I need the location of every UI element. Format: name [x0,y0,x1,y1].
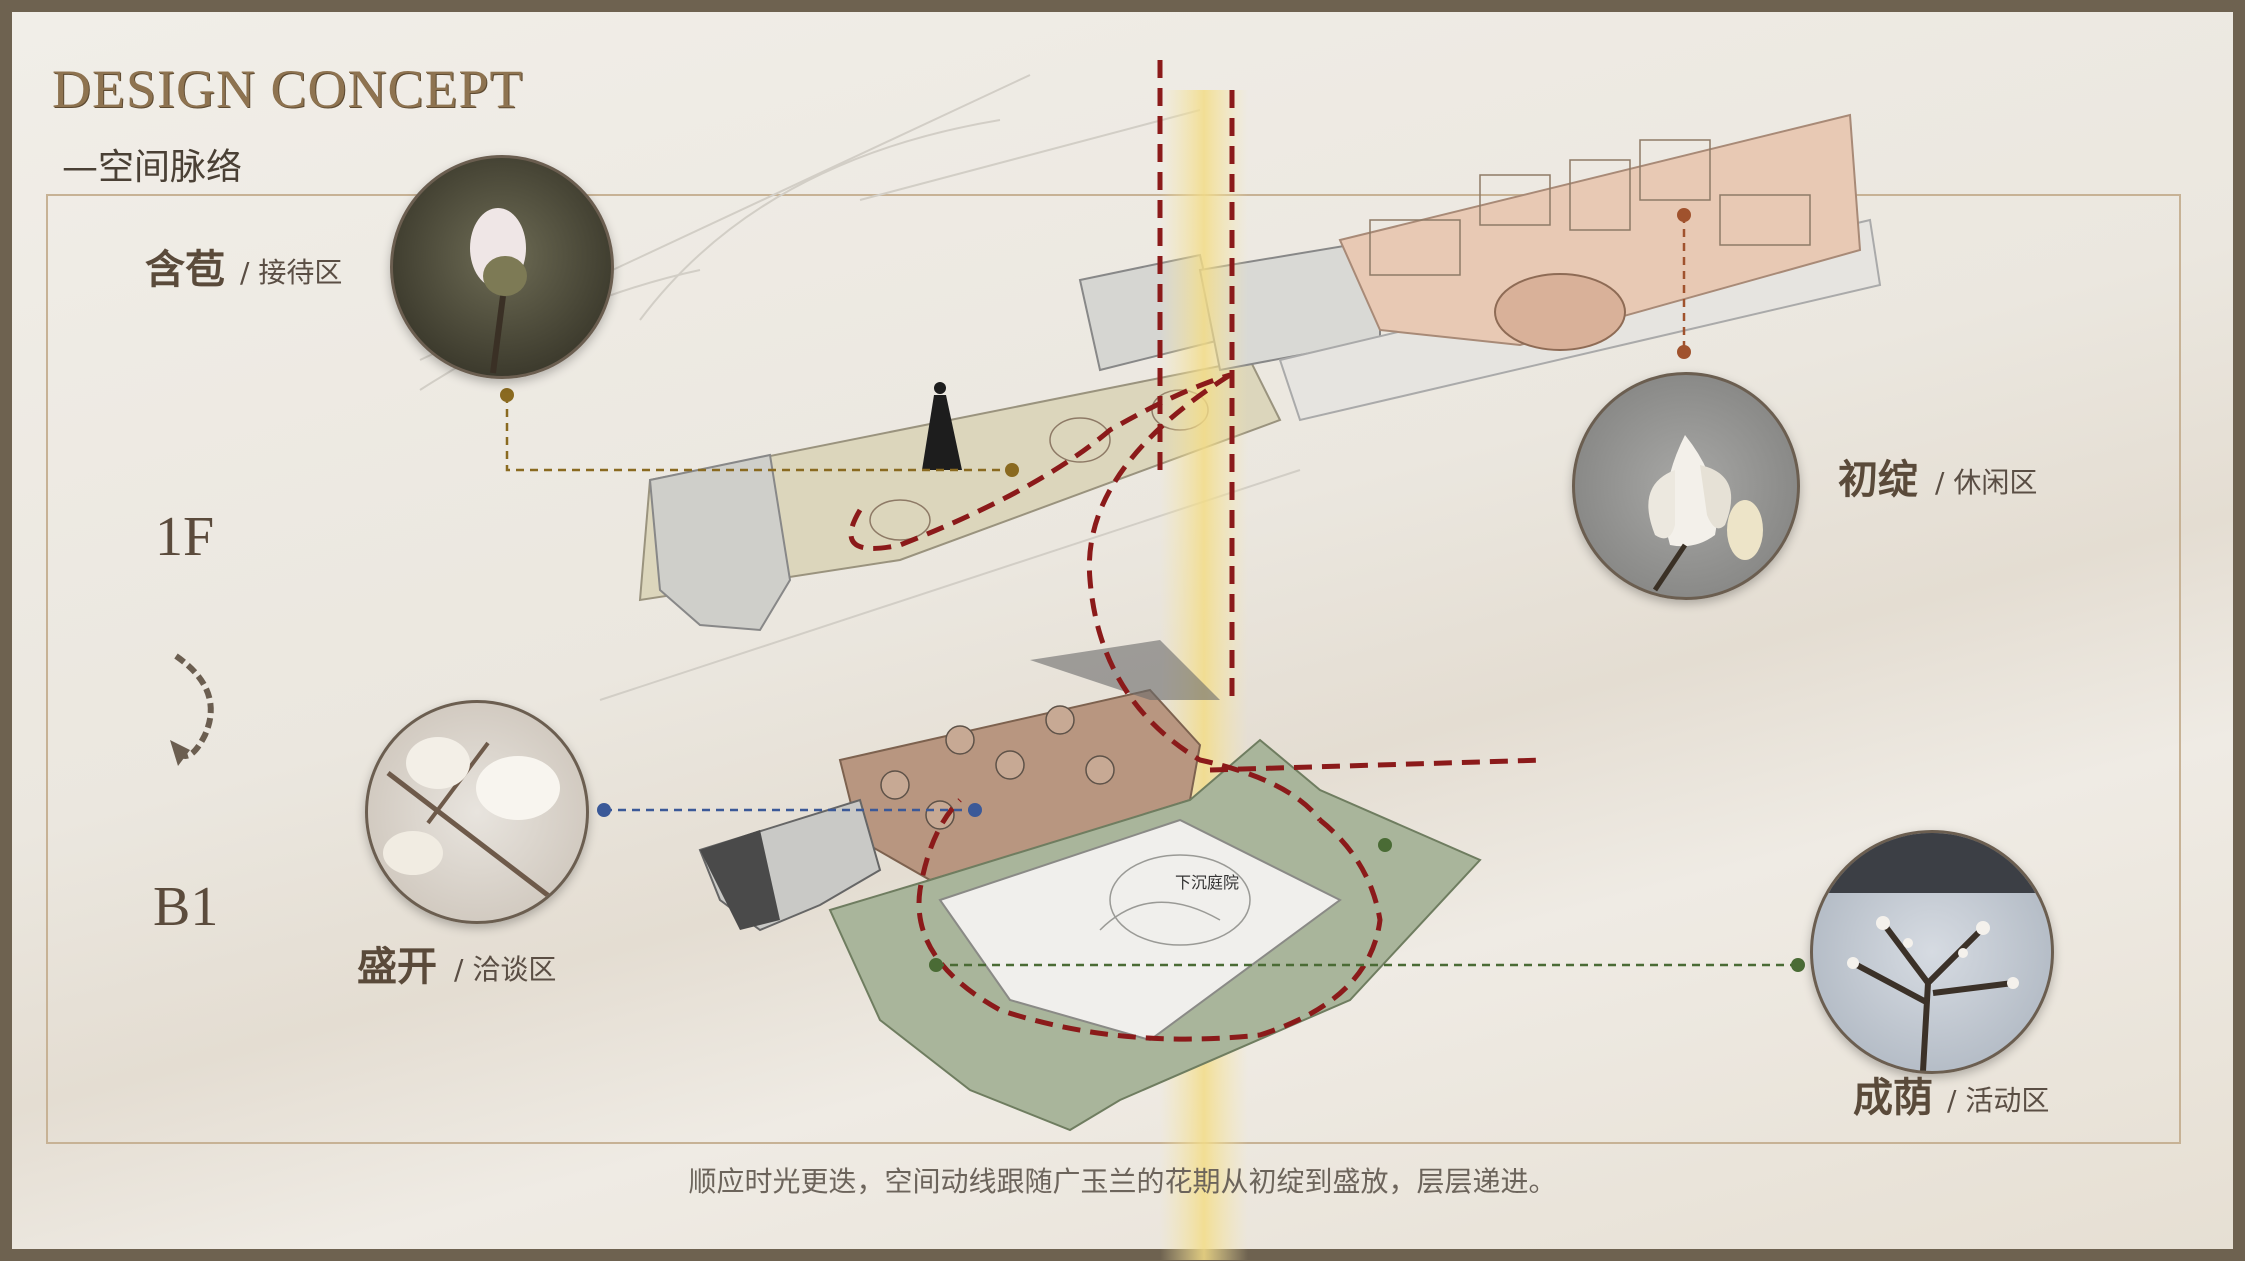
bud-flower-image [390,155,614,379]
plaza-label: 下沉庭院 [1175,873,1239,892]
connector-lines [505,215,1798,967]
zone-opening-name: 初绽 [1838,456,1918,503]
dark-entry [700,830,780,930]
page-title: DESIGN CONCEPT [52,59,524,119]
office-block [648,453,792,632]
staircase [1030,640,1220,700]
zone-shade-sub: / 活动区 [1947,1084,2050,1117]
zone-opening-sub: / 休闲区 [1935,466,2038,499]
floor-b1-plan: 下沉庭院 [698,640,1482,1132]
zone-bud-sub: / 接待区 [240,256,343,289]
bottom-caption: 顺应时光更迭，空间动线跟随广玉兰的花期从初绽到盛放，层层递进。 [688,1165,1557,1198]
leisure-round-room [1494,273,1626,351]
floor-transition-arrow-icon [174,653,214,759]
inner-border [46,194,2181,1144]
connector-dots [500,208,1805,972]
person-silhouette [922,382,962,470]
zone-shade-name: 成荫 [1853,1074,1933,1121]
floor-label-b1: B1 [153,876,219,938]
opening-flower-image [1572,372,1800,600]
blooming-flower-image [365,700,589,924]
floor-label-1f: 1F [155,506,215,568]
zone-bloom-name: 盛开 [357,943,437,990]
connector-bud [505,395,1012,472]
reception-area [638,358,1282,602]
circulation-route [848,60,1546,1042]
shade-tree-image [1810,830,2054,1074]
zone-bud-name: 含苞 [145,246,225,293]
page-subtitle: —空间脉络 [62,147,243,188]
zone-bloom-sub: / 洽谈区 [454,953,557,986]
sunken-plaza [938,818,1342,1042]
